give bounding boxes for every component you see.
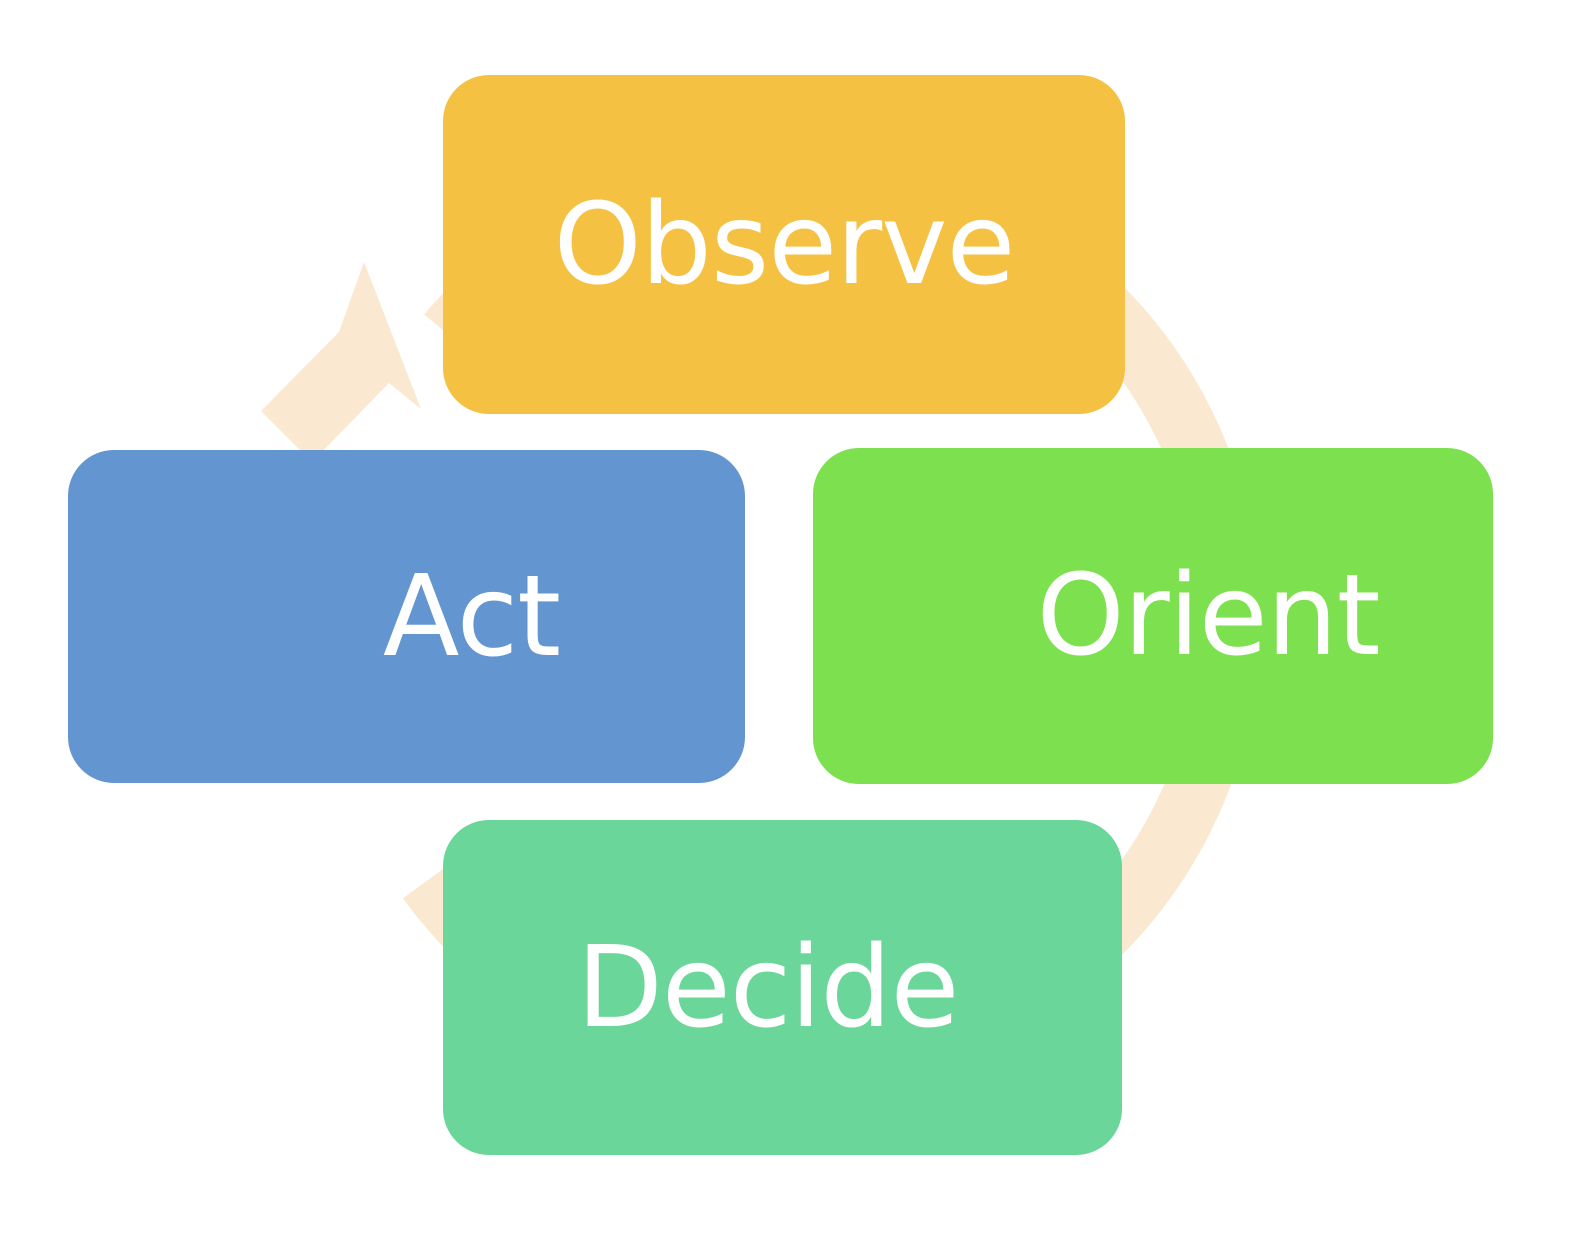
node-act[interactable]: Act bbox=[68, 450, 745, 783]
node-orient[interactable]: Orient bbox=[813, 448, 1493, 784]
node-observe[interactable]: Observe bbox=[443, 75, 1125, 414]
node-decide[interactable]: Decide bbox=[443, 820, 1122, 1155]
node-observe-label: Observe bbox=[553, 179, 1016, 310]
node-decide-label: Decide bbox=[576, 922, 960, 1053]
node-orient-label: Orient bbox=[1036, 551, 1380, 681]
node-act-label: Act bbox=[382, 551, 561, 682]
cycle-arrow-head bbox=[261, 262, 421, 462]
